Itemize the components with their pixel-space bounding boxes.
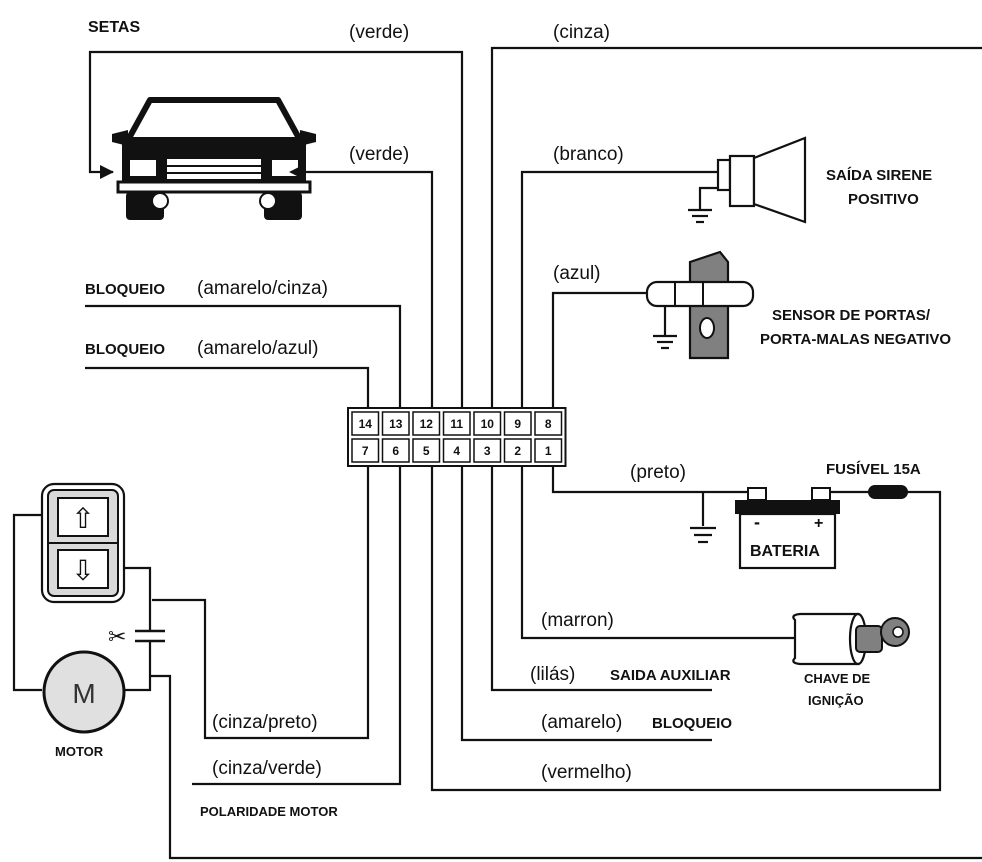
- connector-pin-13: 13: [389, 417, 403, 431]
- motor-icon: [42, 650, 126, 734]
- ignition-key-icon: [792, 612, 910, 666]
- connector-pin-cell: [442, 411, 471, 436]
- wire-bloqueio-amarelo-cinza: [85, 304, 402, 410]
- label-cinza-top: (cinza): [553, 22, 610, 43]
- siren-icon: [688, 136, 807, 224]
- label-preto: (preto): [630, 462, 686, 483]
- connector-pin-11: 11: [450, 417, 463, 431]
- connector-pin-cell: [351, 411, 380, 436]
- wire-azul: [551, 291, 647, 410]
- label-ignicao: IGNIÇÃO: [808, 693, 864, 708]
- label-sensor-portas: SENSOR DE PORTAS/: [772, 307, 931, 324]
- arrow-up-icon: ⇧: [71, 502, 94, 535]
- label-chave-de: CHAVE DE: [804, 671, 871, 686]
- arrow-right-signal-icon: [289, 165, 303, 179]
- connector-pin-2: 2: [514, 444, 521, 458]
- fuse-icon: [868, 485, 908, 499]
- label-vermelho: (vermelho): [541, 762, 632, 783]
- connector-pin-cell: [503, 411, 532, 436]
- label-bloqueio-1-color: (amarelo/cinza): [197, 278, 328, 299]
- connector-pin-cell: [473, 438, 502, 463]
- wire-cap-to-motor: [124, 642, 152, 692]
- wires: [12, 46, 982, 860]
- label-motor: MOTOR: [55, 744, 104, 759]
- wire-verde-right-turn: [298, 170, 434, 410]
- label-porta-malas: PORTA-MALAS NEGATIVO: [760, 331, 951, 348]
- connector-pin-4: 4: [453, 444, 460, 458]
- connector-pin-8: 8: [545, 417, 552, 431]
- connector-pin-cell: [381, 438, 410, 463]
- motor-m-symbol: M: [72, 678, 95, 709]
- connector-pin-7: 7: [362, 444, 369, 458]
- label-lilas: (lilás): [530, 664, 575, 685]
- arrow-down-icon: ⇩: [71, 554, 94, 587]
- connector-pin-cell: [534, 438, 563, 463]
- label-branco: (branco): [553, 144, 624, 165]
- connector-pin-cell: [351, 438, 380, 463]
- label-marrom: (marron): [541, 610, 614, 631]
- wire-branco: [520, 170, 718, 410]
- label-bloqueio-2: BLOQUEIO: [85, 341, 165, 358]
- connector-pin-3: 3: [484, 444, 491, 458]
- switch-down-button: [57, 549, 109, 589]
- scissors-icon: ✂: [108, 625, 126, 650]
- wire-cinza-preto: [152, 465, 370, 740]
- wire-cinza-verde: [192, 465, 402, 786]
- label-bat-minus: -: [754, 512, 760, 532]
- connector-pin-1: 1: [545, 444, 552, 458]
- label-bloqueio-1: BLOQUEIO: [85, 281, 165, 298]
- connector-pin-10: 10: [481, 417, 495, 431]
- label-fusivel: FUSÍVEL 15A: [826, 461, 921, 478]
- connector-pin-6: 6: [392, 444, 399, 458]
- connector-pin-cell: [473, 411, 502, 436]
- wire-marrom: [520, 465, 795, 640]
- label-setas: SETAS: [88, 19, 140, 36]
- wire-switch-left: [12, 513, 48, 692]
- label-saida-auxiliar: SAIDA AUXILIAR: [610, 667, 731, 684]
- label-polaridade-motor: POLARIDADE MOTOR: [200, 804, 338, 819]
- connector-pin-cell: [442, 438, 471, 463]
- door-sensor-icon: [645, 250, 755, 360]
- label-cinza-preto: (cinza/preto): [212, 712, 318, 733]
- wire-bloqueio-amarelo-azul: [85, 366, 370, 410]
- connector-pin-12: 12: [420, 417, 434, 431]
- label-bloqueio-3: BLOQUEIO: [652, 715, 732, 732]
- connector-pin-14: 14: [359, 417, 373, 431]
- connector-pin-9: 9: [514, 417, 521, 431]
- label-bat-plus: +: [814, 515, 823, 532]
- label-amarelo: (amarelo): [541, 712, 622, 733]
- label-saida-sirene: SAÍDA SIRENE: [826, 167, 932, 184]
- battery-icon: [735, 487, 840, 570]
- connector-pin-cell: [534, 411, 563, 436]
- wire-fuse-to-vermelho: [430, 465, 942, 792]
- wire-cinza: [490, 46, 982, 410]
- label-bateria: BATERIA: [750, 543, 820, 560]
- connector-pin-cell: [381, 411, 410, 436]
- label-positivo: POSITIVO: [848, 191, 919, 208]
- car-icon: [112, 97, 316, 220]
- arrow-left-signal-icon: [100, 165, 114, 179]
- connector-pin-cell: [412, 411, 441, 436]
- label-bloqueio-2-color: (amarelo/azul): [197, 338, 318, 359]
- wire-lilas: [490, 465, 712, 692]
- turn-signal-arrows: [100, 165, 303, 179]
- connector-pin-cell: [412, 438, 441, 463]
- label-azul: (azul): [553, 263, 601, 284]
- wire-setas-left: [88, 50, 464, 410]
- label-cinza-verde: (cinza/verde): [212, 758, 322, 779]
- connector-pin-cell: [503, 438, 532, 463]
- window-switch: [40, 482, 126, 604]
- wire-switch-right: [122, 566, 152, 630]
- ground-symbol-icon: [690, 526, 716, 544]
- wire-polaridade-bottom: [150, 674, 982, 860]
- connector-pin-5: 5: [423, 444, 430, 458]
- wire-amarelo: [460, 465, 712, 742]
- connector-block: 14 13 12 11 10 9 8 7 6 5 4 3 2 1: [347, 407, 567, 467]
- label-verde-mid: (verde): [349, 144, 409, 165]
- switch-up-button: [57, 497, 109, 537]
- labels: SETAS (verde) (cinza) (verde) (branco) S…: [55, 19, 951, 819]
- label-verde-top: (verde): [349, 22, 409, 43]
- wire-preto: [551, 465, 760, 494]
